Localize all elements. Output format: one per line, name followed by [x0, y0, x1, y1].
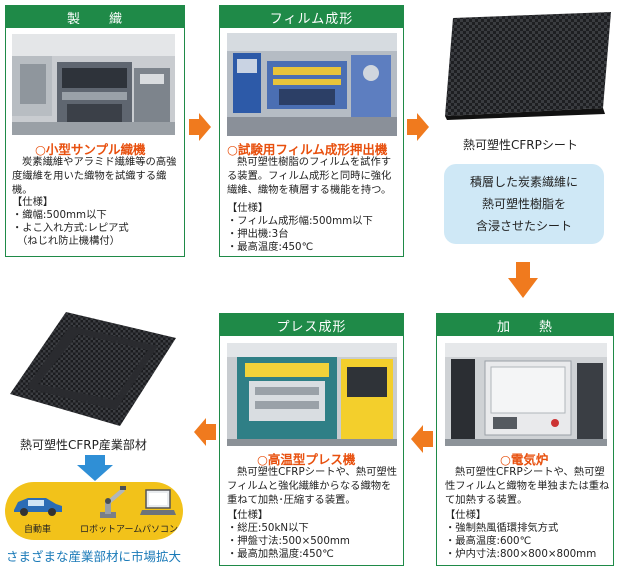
press-caption: ○高温型プレス機 — [257, 452, 356, 467]
bubble-line-1: 積層した炭素繊維に — [469, 175, 578, 189]
car-icon — [14, 498, 62, 516]
cfrp-sheet-label: 熱可塑性CFRPシート — [463, 138, 578, 152]
loom-spec-1: ・織幅:500mm以下 — [12, 209, 107, 221]
cfrp-tray-image — [8, 310, 178, 428]
extruder-photo — [227, 33, 397, 136]
arrow-right-icon — [407, 113, 429, 141]
loom-description: 炭素繊維やアラミド繊維等の高強度繊維を用いた織物を試織する織機。 — [12, 156, 177, 196]
extruder-spec-1: ・フィルム成形幅:500mm以下 — [227, 215, 373, 227]
weaving-title: 製 織 — [6, 6, 184, 28]
extruder-caption: ○試験用フィルム成形押出機 — [227, 142, 388, 157]
bubble-line-2: 熱可塑性樹脂を — [481, 197, 566, 211]
extruder-description: 熱可塑性樹脂のフィルムを試作する装置。フィルム成形と同時に強化繊維、織物を積層す… — [227, 156, 392, 196]
industry-item-car: 自動車 — [24, 525, 52, 535]
arrow-left-icon — [194, 418, 216, 446]
press-description: 熱可塑性CFRPシートや、熱可塑性フィルムと強化繊維からなる織物を重ねて加熱･圧… — [227, 466, 398, 506]
laptop-icon — [140, 489, 176, 515]
loom-spec-3: （ねじれ防止機構付） — [17, 235, 120, 247]
furnace-spec-title: 【仕様】 — [445, 509, 487, 521]
bubble-line-3: 含浸させたシート — [475, 219, 572, 233]
furnace-spec-2: ・最高温度:600℃ — [445, 535, 532, 547]
loom-photo — [12, 34, 175, 135]
loom-spec-2: ・よこ入れ方式:レピア式 — [12, 222, 129, 234]
cfrp-sheet-description-bubble: 積層した炭素繊維に 熱可塑性樹脂を 含浸させたシート — [444, 164, 604, 244]
heating-title: 加 熱 — [437, 314, 613, 336]
extruder-spec-2: ・押出機:3台 — [227, 228, 289, 240]
press-spec-3: ・最高加熱温度:450℃ — [227, 548, 334, 560]
press-spec-1: ・総圧:50kN以下 — [227, 522, 309, 534]
loom-spec-title: 【仕様】 — [12, 196, 54, 208]
industry-item-robot-arm: ロボットアーム — [80, 525, 143, 535]
furnace-description: 熱可塑性CFRPシートや、熱可塑性フィルムと織物を単独または重ねて加熱する装置。 — [445, 466, 610, 506]
industry-item-pc: パソコン — [142, 525, 179, 535]
furnace-spec-1: ・強制熱風循環排気方式 — [445, 522, 559, 534]
robot-arm-icon — [100, 486, 126, 518]
extruder-spec-title: 【仕様】 — [227, 202, 269, 214]
furnace-caption: ○電気炉 — [500, 452, 549, 467]
press-spec-title: 【仕様】 — [227, 509, 269, 521]
loom-caption: ○小型サンプル織機 — [35, 142, 146, 157]
arrow-left-icon — [411, 425, 433, 453]
press-machine-photo — [227, 343, 397, 446]
cfrp-sheet-image — [433, 10, 613, 120]
film-forming-title: フィルム成形 — [220, 6, 403, 28]
press-forming-title: プレス成形 — [220, 314, 403, 336]
market-expansion-caption: さまざまな産業部材に市場拡大 — [6, 549, 182, 564]
furnace-spec-3: ・炉内寸法:800×800×800mm — [445, 548, 597, 560]
extruder-spec-3: ・最高温度:450℃ — [227, 241, 314, 253]
cfrp-product-label: 熱可塑性CFRP産業部材 — [20, 438, 147, 452]
electric-furnace-photo — [445, 343, 607, 446]
arrow-right-icon — [189, 113, 211, 141]
arrow-down-icon — [77, 455, 113, 481]
arrow-down-icon — [508, 262, 538, 298]
press-spec-2: ・押盤寸法:500×500mm — [227, 535, 350, 547]
